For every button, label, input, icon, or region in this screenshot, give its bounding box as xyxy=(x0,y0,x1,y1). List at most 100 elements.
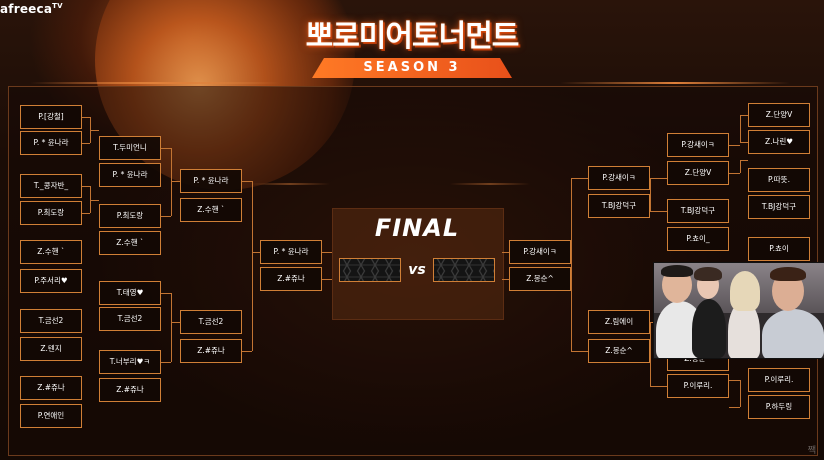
bracket-slot: P.주서리♥ xyxy=(20,269,82,293)
webcam-hair xyxy=(770,267,806,281)
bracket-slot: Z.#쥬나 xyxy=(260,267,322,291)
bracket-slot: P.강새이ㅋ xyxy=(667,133,729,157)
bracket-connector xyxy=(571,178,572,351)
bracket-slot: P.최도랑 xyxy=(99,204,161,228)
bracket-slot: Z.몽순^ xyxy=(588,339,650,363)
bracket-slot: T.BJ강덕구 xyxy=(667,199,729,223)
webcam-hair xyxy=(730,271,760,311)
bracket-connector xyxy=(242,351,252,352)
bracket-slot: Z.림에이 xyxy=(588,310,650,334)
bracket-connector xyxy=(740,115,741,142)
bracket-slot: P.이루리. xyxy=(667,374,729,398)
bracket-slot: T.너부리♥ㅋ xyxy=(99,350,161,374)
bracket-connector xyxy=(90,200,99,201)
finalist-slot-right xyxy=(433,258,495,282)
webcam-hair xyxy=(694,267,722,281)
bracket-connector xyxy=(571,178,588,179)
bracket-slot: P.이루리. xyxy=(748,368,810,392)
bracket-slot: Z.수핸 ` xyxy=(20,240,82,264)
bracket-connector xyxy=(729,380,740,381)
bracket-connector xyxy=(242,181,252,182)
bracket-connector xyxy=(171,293,172,362)
bracket-connector xyxy=(571,351,588,352)
bracket-connector xyxy=(90,130,99,131)
afreecatv-logo: afreecaTV xyxy=(0,2,63,16)
bracket-slot: T.금선2 xyxy=(99,307,161,331)
bracket-slot: P.쵸이_ xyxy=(667,227,729,251)
bracket-slot: T._콩자반_ xyxy=(20,174,82,198)
bracket-connector xyxy=(171,322,180,323)
bracket-slot: Z.#쥬나 xyxy=(20,376,82,400)
bracket-slot: Z.단양V xyxy=(667,161,729,185)
bracket-slot: T.BJ강덕구 xyxy=(748,195,810,219)
bracket-slot: P.따뜻. xyxy=(748,168,810,192)
bracket-connector xyxy=(502,252,509,253)
bracket-slot: P.[강철] xyxy=(20,105,82,129)
bracket-connector xyxy=(161,216,171,217)
bracket-slot: P. * 윤나라 xyxy=(20,131,82,155)
webcam-person xyxy=(692,299,726,358)
webcam-hair xyxy=(661,265,693,277)
bracket-connector xyxy=(82,213,90,214)
webcam-person xyxy=(762,309,824,358)
bracket-connector xyxy=(161,148,171,149)
webcam-feed xyxy=(653,262,824,359)
bracket-connector xyxy=(82,143,90,144)
bracket-connector xyxy=(729,145,740,146)
bracket-connector xyxy=(171,181,180,182)
bracket-connector xyxy=(650,178,651,211)
bracket-connector xyxy=(252,252,260,253)
bracket-connector xyxy=(502,279,509,280)
bracket-connector xyxy=(729,407,740,408)
bracket-slot: Z.몽순^ xyxy=(509,267,571,291)
tournament-title: 뽀로미어토너먼트 SEASON 3 xyxy=(300,18,524,78)
light-streak xyxy=(30,82,280,84)
finalist-slot-left xyxy=(339,258,401,282)
final-label: FINAL xyxy=(374,214,460,242)
bracket-slot: Z.나린♥ xyxy=(748,130,810,154)
bracket-connector xyxy=(650,386,667,387)
bracket-slot: T.금선2 xyxy=(180,310,242,334)
bracket-connector xyxy=(161,293,171,294)
bracket-connector xyxy=(740,160,748,161)
season-badge: SEASON 3 xyxy=(312,58,512,78)
bracket-slot: P. * 윤나라 xyxy=(260,240,322,264)
bracket-connector xyxy=(729,173,740,174)
light-streak xyxy=(560,82,790,84)
vs-label: vs xyxy=(408,262,426,278)
channel-watermark: 짹 xyxy=(807,446,816,456)
bracket-connector xyxy=(322,252,332,253)
bracket-slot: P.최도랑 xyxy=(20,201,82,225)
bracket-slot: P. * 윤나라 xyxy=(99,163,161,187)
bracket-connector xyxy=(322,279,332,280)
bracket-slot: P. * 윤나라 xyxy=(180,169,242,193)
bracket-connector xyxy=(740,115,748,116)
bracket-slot: P.강새이ㅋ xyxy=(588,166,650,190)
bracket-connector xyxy=(740,142,748,143)
bracket-slot: P.연애인 xyxy=(20,404,82,428)
bracket-slot: T.BJ강덕구 xyxy=(588,194,650,218)
bracket-connector xyxy=(740,160,741,173)
bracket-connector xyxy=(650,322,651,386)
bracket-slot: T.두미언니 xyxy=(99,136,161,160)
bracket-slot: T.태영♥ xyxy=(99,281,161,305)
bracket-connector xyxy=(650,211,667,212)
bracket-slot: T.금선2 xyxy=(20,309,82,333)
bracket-slot: Z.수핸 ` xyxy=(180,198,242,222)
bracket-slot: Z.단양V xyxy=(748,103,810,127)
bracket-slot: Z.#쥬나 xyxy=(99,378,161,402)
bracket-connector xyxy=(161,362,171,363)
bracket-slot: Z.텐지 xyxy=(20,337,82,361)
bracket-connector xyxy=(82,117,90,118)
bracket-connector xyxy=(650,178,667,179)
bracket-connector xyxy=(740,380,741,407)
bracket-slot: P.강새이ㅋ xyxy=(509,240,571,264)
bracket-slot: P.하두링 xyxy=(748,395,810,419)
bracket-connector xyxy=(90,186,91,213)
bracket-slot: Z.#쥬나 xyxy=(180,339,242,363)
bracket-connector xyxy=(252,181,253,351)
bracket-connector xyxy=(82,186,90,187)
title-text: 뽀로미어토너먼트 xyxy=(305,19,520,54)
bracket-slot: Z.수핸 ` xyxy=(99,231,161,255)
